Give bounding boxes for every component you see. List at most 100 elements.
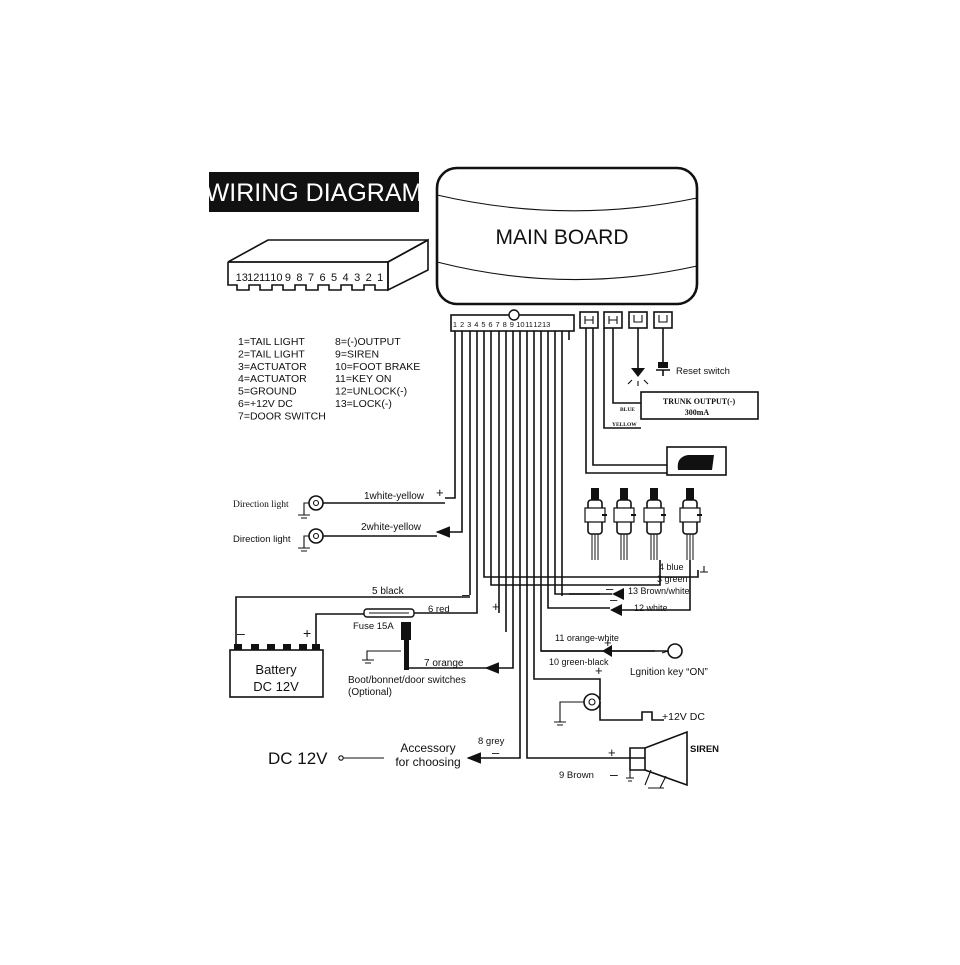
wire-10-label: 10 green-black — [549, 657, 609, 667]
actuator — [643, 488, 666, 560]
header-pin-number: 4 — [474, 320, 478, 329]
connector-pin-number: 13 — [236, 272, 248, 284]
legend-item: 12=UNLOCK(-) — [335, 386, 407, 398]
direction-light-label-2: Direction light — [233, 534, 291, 545]
direction-light-2: Direction light 2white-yellow — [233, 522, 437, 552]
fuse-label: Fuse 15A — [353, 621, 394, 632]
header-pin-number: 8 — [503, 320, 507, 329]
title-block: WIRING DIAGRAM — [206, 172, 423, 212]
connector-pin-number: 5 — [331, 272, 337, 284]
boot-switch: 7 orange Boot/bonnet/door switches (Opti… — [348, 622, 486, 698]
legend-item: 11=KEY ON — [335, 373, 392, 385]
header-pin-number: 12 — [533, 320, 541, 329]
aux-connectors — [579, 311, 673, 329]
battery: – + Battery DC 12V 5 black – Fuse 15A 6 … — [229, 586, 500, 698]
accessory-label: Accessory — [400, 741, 455, 755]
minus-5: – — [462, 586, 470, 602]
wire-8-label: 8 grey — [478, 736, 505, 747]
plus-10: + — [595, 663, 603, 678]
connector-pin-number: 1 — [377, 272, 383, 284]
led-and-reset: Reset switch — [627, 328, 730, 386]
yellow-wire-label: YELLOW — [612, 422, 637, 428]
header-pin-number: 1 — [453, 320, 457, 329]
header-pin-number: 6 — [488, 320, 492, 329]
header-pin-number: 13 — [542, 320, 550, 329]
connector-pin-number: 7 — [308, 272, 314, 284]
direction-light-label-1: Direction light — [233, 500, 289, 510]
connector-pin-number: 8 — [296, 272, 302, 284]
legend-item: 3=ACTUATOR — [238, 361, 307, 373]
connector-pin-number: 3 — [354, 272, 360, 284]
header-pin-number: 11 — [525, 320, 533, 329]
wire-9-label: 9 Brown — [559, 770, 594, 781]
legend-item: 13=LOCK(-) — [335, 398, 392, 410]
plus-9: + — [608, 745, 616, 760]
connector-pin-number: 4 — [343, 272, 349, 284]
ignition-key-label: Lgnition key “ON” — [630, 667, 708, 678]
header-pin-number: 5 — [481, 320, 485, 329]
boot-switch-optional-label: (Optional) — [348, 687, 392, 698]
trunk-output: TRUNK OUTPUT(-) 300mA BLUE YELLOW — [603, 328, 759, 429]
siren: SIREN + – 9 Brown — [559, 730, 719, 789]
actuator — [584, 488, 607, 560]
legend-item: 5=GROUND — [238, 386, 297, 398]
wire-12-label: 12 white — [634, 603, 668, 613]
shock-sensor — [585, 328, 727, 476]
main-board-label: MAIN BOARD — [495, 226, 628, 249]
diagram-title: WIRING DIAGRAM — [206, 179, 423, 207]
battery-plus: + — [303, 625, 311, 641]
wire-5-label: 5 black — [372, 586, 405, 597]
battery-minus: – — [237, 625, 245, 641]
minus-9: – — [610, 766, 618, 782]
minus-13: – — [606, 581, 614, 596]
wire-7-label: 7 orange — [424, 658, 464, 669]
plus-11: + — [604, 635, 612, 650]
plus-6: + — [492, 599, 500, 614]
connector-pin-number: 2 — [366, 272, 372, 284]
accessory: DC 12V Accessory for choosing 8 grey – — [268, 736, 505, 769]
wire-4-label: 4 blue — [659, 562, 684, 572]
wire-6-label: 6 red — [428, 604, 450, 615]
accessory-choosing-label: for choosing — [395, 755, 460, 769]
header-pin-number: 3 — [467, 320, 471, 329]
connector-pin-number: 9 — [285, 272, 291, 284]
legend-item: 8=(-)OUTPUT — [335, 336, 401, 348]
minus-8: – — [492, 745, 500, 760]
header-pin-number: 2 — [460, 320, 464, 329]
legend-item: 1=TAIL LIGHT — [238, 336, 305, 348]
legend-item: 4=ACTUATOR — [238, 373, 307, 385]
left-wires — [435, 331, 699, 764]
header-pin-number: 7 — [496, 320, 500, 329]
legend-item: 9=SIREN — [335, 348, 379, 360]
trunk-output-label: TRUNK OUTPUT(-) — [663, 397, 736, 406]
battery-label: Battery — [255, 662, 297, 677]
minus-12: – — [610, 592, 618, 607]
header-pin-number: 10 — [516, 320, 524, 329]
connector-pin-number: 6 — [319, 272, 325, 284]
header-pin-number: 9 — [510, 320, 514, 329]
wire-3-label: 3 green — [657, 574, 688, 584]
plus-12v-label: +12V DC — [662, 711, 705, 723]
door-lock-actuators — [584, 488, 702, 560]
wire-2-label: 2white-yellow — [361, 522, 422, 533]
plus-1: + — [436, 485, 444, 500]
actuator — [679, 488, 702, 560]
boot-switch-label: Boot/bonnet/door switches — [348, 675, 466, 686]
main-board: MAIN BOARD — [435, 166, 699, 306]
blue-wire-label: BLUE — [620, 407, 635, 413]
wire-13-label: 13 Brown/white — [628, 586, 690, 596]
connector-pin-number: 10 — [270, 272, 282, 284]
reset-switch-label: Reset switch — [676, 366, 730, 377]
battery-voltage-label: DC 12V — [253, 679, 299, 694]
legend-item: 2=TAIL LIGHT — [238, 348, 305, 360]
ignition-key: 11 orange-white + Lgnition key “ON” — [541, 633, 708, 678]
actuator — [613, 488, 636, 560]
connector-pin-number: 12 — [247, 272, 259, 284]
wire-1-label: 1white-yellow — [364, 491, 425, 502]
actuator-wire-labels: 4 blue 3 green 13 Brown/white – 12 white… — [569, 560, 708, 616]
